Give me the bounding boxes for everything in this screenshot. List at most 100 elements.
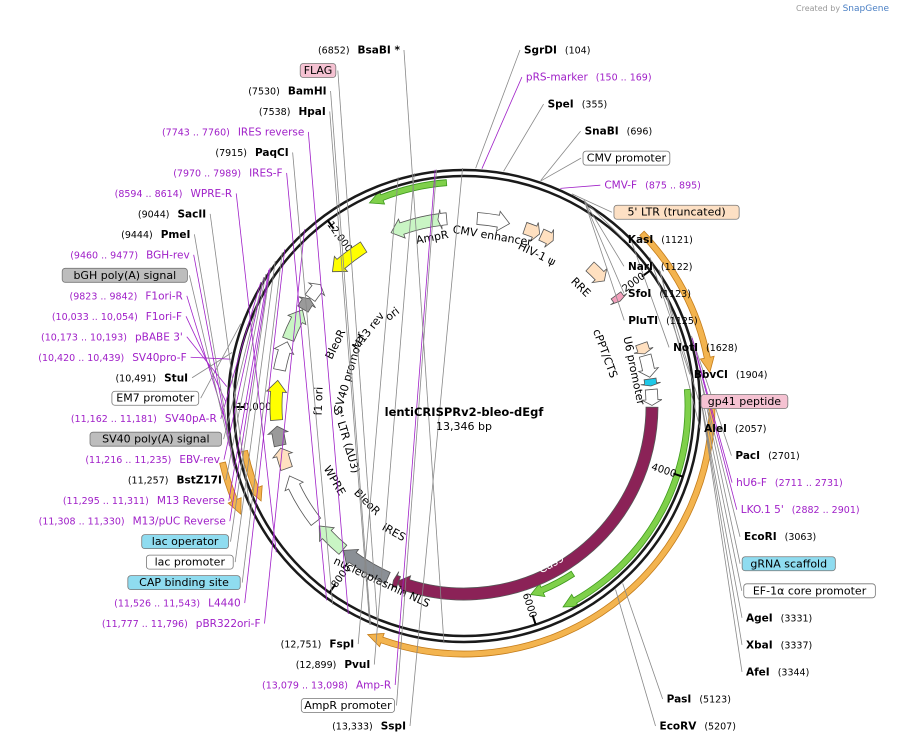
- leader-line: [193, 254, 235, 467]
- feature-nucleoplasmin-nls: [391, 571, 402, 591]
- ruler-tick: [673, 472, 684, 478]
- primer-label: (10,033 .. 10,054)F1ori-F: [52, 311, 182, 323]
- label-box-text: lac operator: [152, 535, 219, 548]
- leader-line: [186, 295, 228, 426]
- label-box: [61, 267, 188, 283]
- enzyme-label: (11,257)BstZ17I: [128, 475, 222, 487]
- label-agei: AgeI(3331): [746, 612, 812, 624]
- enzyme-label: NarI(1122): [628, 261, 693, 273]
- label-f1ori-f: (10,033 .. 10,054)F1ori-F: [52, 311, 182, 323]
- enzyme-label: (7530)BamHI: [248, 85, 326, 97]
- primer-label: (9823 .. 9842)F1ori-R: [70, 290, 183, 302]
- primer-label: (11,162 .. 11,181)SV40pA-R: [71, 413, 217, 425]
- plasmid-length: 13,346 bp: [436, 420, 492, 433]
- orf-arrow: [562, 388, 692, 608]
- feature-rre: [585, 261, 608, 284]
- primer-label: (10,173 .. 10,193)pBABE 3': [41, 331, 183, 343]
- ruler-tick: [328, 583, 337, 594]
- primer-label: (11,777 .. 11,796)pBR322ori-F: [102, 618, 261, 630]
- enzyme-label: XbaI(3337): [746, 639, 812, 651]
- label-box-text: gp41 peptide: [708, 395, 782, 408]
- leader-line: [244, 249, 286, 604]
- primer-label: (13,079 .. 13,098)Amp-R: [262, 680, 391, 692]
- feature-bleor: [318, 525, 348, 555]
- credit-prefix: Created by: [796, 4, 841, 13]
- primer-label: (10,420 .. 10,439)SV40pro-F: [38, 352, 186, 364]
- label-prs-marker: pRS-marker(150 .. 169): [526, 72, 652, 84]
- backbone-outer: [226, 168, 702, 644]
- leader-line: [337, 70, 379, 628]
- label-gp41-peptide: gp41 peptide: [700, 394, 789, 409]
- enzyme-label: KasI(1121): [628, 234, 693, 246]
- leader-line: [189, 275, 230, 447]
- enzyme-label: (13,333)SspI: [332, 721, 406, 733]
- feature-gp41-segment: [610, 291, 628, 306]
- leader-line: [228, 269, 270, 501]
- leader-line: [701, 406, 743, 672]
- label-box: [111, 390, 200, 406]
- feature-u6-promoter: [637, 353, 660, 378]
- leader-line: [396, 169, 437, 706]
- orf-arrow: [639, 230, 715, 374]
- label-xbai: XbaI(3337): [746, 639, 812, 651]
- leader-line: [659, 271, 701, 429]
- leader-line: [220, 282, 262, 419]
- leader-lines: [185, 49, 743, 727]
- enzyme-label: PluTI(1125): [628, 315, 697, 327]
- label-lac-promoter: lac promoter: [146, 554, 234, 570]
- feature-label: HIV-1 ψ: [516, 240, 558, 269]
- leader-line: [540, 157, 582, 182]
- label-pbr322ori-f: (11,777 .. 11,796)pBR322ori-F: [102, 618, 261, 630]
- label-pluti: PluTI(1125): [628, 315, 697, 327]
- leader-line: [409, 167, 463, 727]
- label-ecorv: EcoRV(5207): [660, 721, 736, 733]
- feature-ampr-promoter: [437, 209, 448, 230]
- leader-line: [286, 172, 328, 601]
- label-ebv-rev: (11,216 .. 11,235)EBV-rev: [85, 454, 220, 466]
- leader-line: [373, 173, 415, 665]
- label-nari: NarI(1122): [628, 261, 693, 273]
- label-box-text: bGH poly(A) signal: [73, 269, 176, 282]
- leader-line: [292, 152, 334, 605]
- label-ires-reverse: (7743 .. 7760)IRES reverse: [162, 126, 304, 138]
- label-box: [700, 394, 789, 409]
- leader-line: [475, 49, 521, 169]
- feature-5-ltr-seg: [522, 221, 541, 243]
- enzyme-label: AgeI(3331): [746, 612, 812, 624]
- label-grna-scaffold: gRNA scaffold: [741, 556, 836, 572]
- label-flag: FLAG: [299, 63, 337, 78]
- leader-line: [691, 337, 733, 483]
- leader-line: [571, 193, 613, 213]
- leader-line: [223, 276, 265, 460]
- enzyme-label: (6852)BsaBI *: [318, 45, 400, 57]
- label-box-text: AmpR promoter: [304, 699, 392, 712]
- orf-arrow: [219, 461, 242, 516]
- label-box: [300, 698, 395, 713]
- leader-line: [307, 131, 349, 615]
- enzyme-label: AleI(2057): [704, 423, 766, 435]
- orf-arrow: [366, 394, 716, 658]
- label-5-ltr-truncated: 5' LTR (truncated): [613, 204, 740, 220]
- leader-line: [701, 405, 743, 645]
- enzyme-label: SgrDI(104): [524, 45, 590, 57]
- primer-label: hU6-F(2711 .. 2731): [736, 477, 843, 489]
- feature-label: cPPT/CTS: [590, 327, 620, 379]
- label-cap-binding-site: CAP binding site: [127, 575, 241, 591]
- outer-labels: SgrDI(104)pRS-marker(150 .. 169)SpeI(355…: [38, 45, 876, 733]
- enzyme-label: EcoRV(5207): [660, 721, 736, 733]
- label-box: [741, 556, 836, 572]
- label-stui: (10,491)StuI: [115, 372, 188, 384]
- primer-label: (7970 .. 7989)IRES-F: [173, 167, 282, 179]
- label-box-text: EM7 promoter: [116, 392, 194, 405]
- leader-line: [503, 103, 544, 172]
- feature-ef-1-core-promoter: [640, 388, 663, 406]
- leader-line: [200, 323, 242, 399]
- snapgene-brand: SnapGene: [842, 4, 889, 14]
- leader-line: [234, 261, 276, 563]
- label-cmv-f: CMV-F(875 .. 895): [604, 180, 701, 192]
- label-m13-reverse: (11,295 .. 11,311)M13 Reverse: [63, 495, 225, 507]
- ruler-tick: [327, 220, 335, 230]
- label-pasi: PasI(5123): [667, 693, 731, 705]
- label-box-text: FLAG: [304, 64, 333, 77]
